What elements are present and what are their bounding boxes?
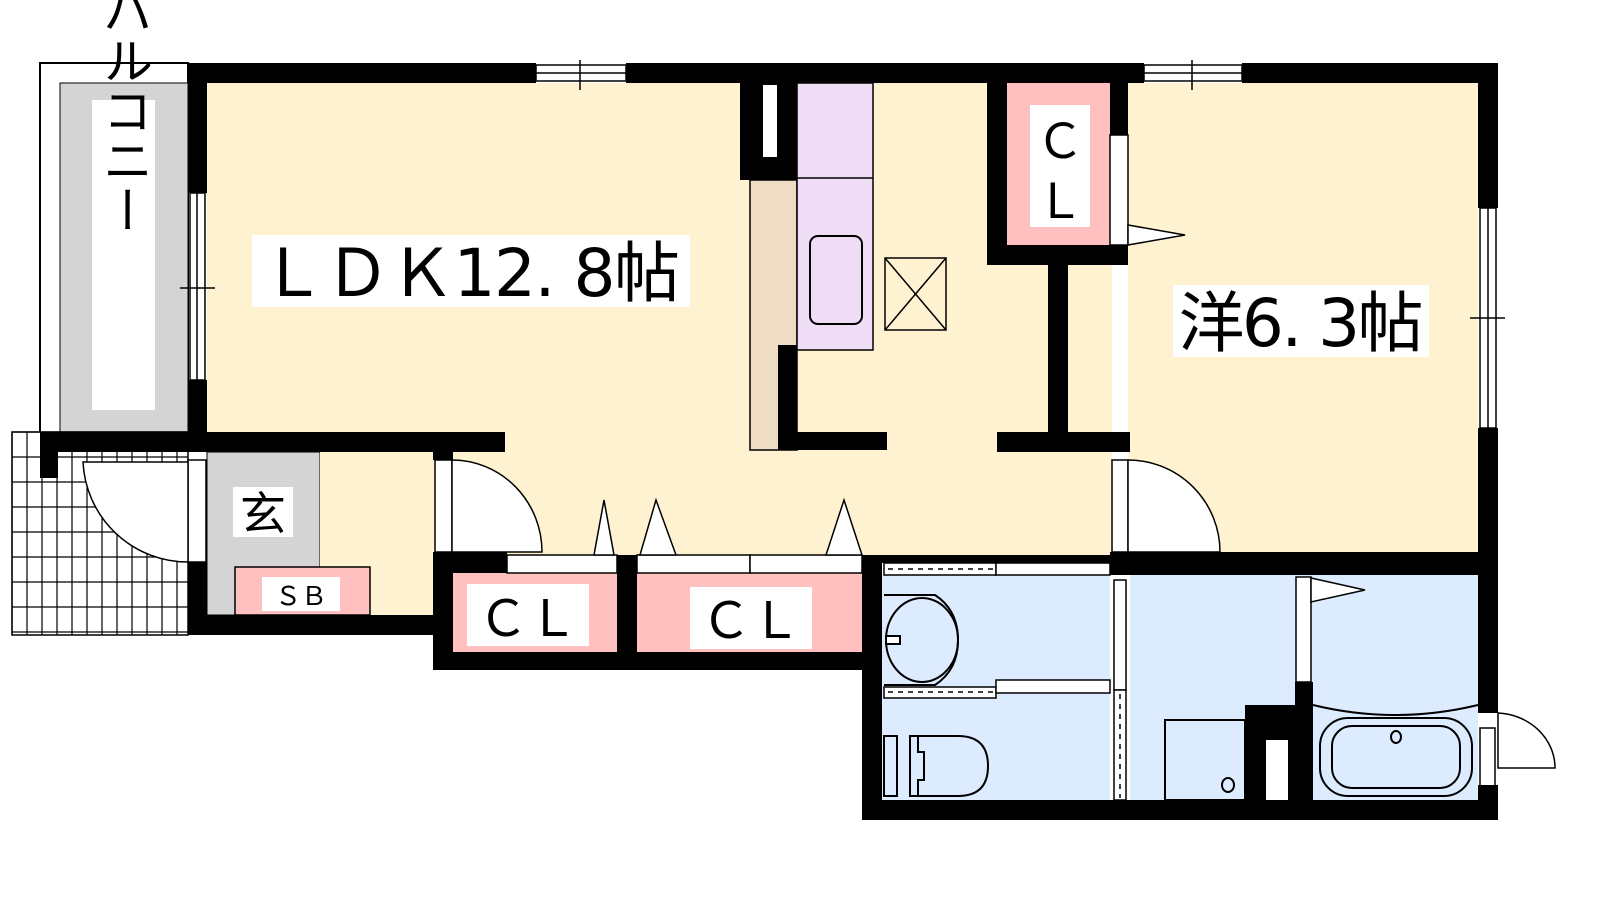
balcony-label-bg (92, 100, 155, 410)
balcony-label: バルコニー (95, 0, 153, 235)
door-mark (1127, 224, 1186, 246)
windows (180, 60, 1505, 429)
closet-top-door[interactable] (1109, 134, 1129, 246)
washbasin-icon (884, 594, 960, 686)
closet-top-label-bg (1030, 105, 1090, 227)
hall-door-frame (434, 459, 453, 553)
closet-b-door-left[interactable] (636, 554, 751, 574)
western-door-frame (1111, 459, 1129, 553)
toilet-icon (883, 735, 990, 797)
closet-top-label-c: Ｃ (1036, 114, 1084, 170)
ldk-label: ＬＤＫ12. 8帖 (260, 235, 680, 312)
western-label-bg (1173, 285, 1429, 357)
hall-door-swing[interactable] (451, 459, 543, 553)
entrance-door-swing[interactable] (82, 461, 189, 563)
door-mark (1310, 577, 1366, 603)
bathtub-icon (1312, 704, 1479, 797)
ldk-label-bg (252, 235, 690, 307)
entrance-label: 玄 (240, 487, 286, 541)
range-hood-icon (884, 257, 947, 331)
closet-top-label-l: Ｌ (1036, 174, 1084, 230)
shoe-box-label: ＳＢ (275, 582, 327, 612)
bath-window (1479, 727, 1496, 789)
pipe-space (1266, 740, 1288, 800)
walls (40, 63, 1498, 820)
entrance-label-bg (233, 487, 293, 537)
wall-slot (763, 85, 777, 157)
bath-partition (1113, 579, 1127, 691)
closet-a-door[interactable] (506, 554, 618, 574)
closet-b-door-right[interactable] (749, 554, 863, 574)
closet-a-label: ＣＬ (478, 590, 578, 648)
western-label: 洋6. 3帖 (1179, 285, 1424, 362)
sink-icon (809, 235, 863, 325)
closet-a-label-bg (467, 584, 589, 646)
western-door-swing[interactable] (1127, 459, 1221, 553)
bathroom-door[interactable] (1295, 576, 1312, 683)
folding-door-marks (593, 497, 864, 556)
entrance-door-frame (187, 459, 207, 563)
bath-door-swing (1497, 712, 1556, 769)
shoe-box-label-bg (262, 577, 340, 611)
closet-b-label: ＣＬ (701, 592, 801, 650)
closet-b-label-bg (690, 587, 812, 649)
